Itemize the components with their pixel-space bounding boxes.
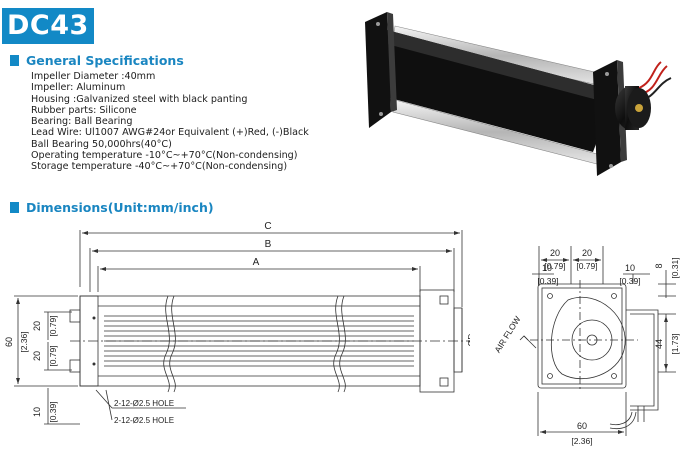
- heading-marker: [10, 55, 19, 66]
- specs-heading: General Specifications: [10, 53, 184, 68]
- spec-line: Impeller Diameter :40mm: [31, 71, 156, 82]
- side-top-b-mm: 20: [582, 248, 592, 258]
- spec-line: Housing :Galvanized steel with black pan…: [31, 93, 248, 105]
- hole-label-2: 2-12-Ø2.5 HOLE: [114, 416, 174, 425]
- dimensions-heading: Dimensions(Unit:mm/inch): [10, 200, 214, 215]
- spec-line: Bearing: Ball Bearing: [31, 116, 133, 128]
- side-left-10-in: [0.39]: [537, 276, 558, 286]
- spec-line: Operating temperature -10°C~+70°C(Non-co…: [31, 150, 298, 162]
- hole-label-1: 2-12-Ø2.5 HOLE: [114, 399, 174, 408]
- side-right-8-mm: 8: [654, 263, 664, 268]
- dimensions-title: Dimensions(Unit:mm/inch): [26, 200, 214, 215]
- height-mm-label: 60: [4, 337, 14, 347]
- dim-a-label: A: [253, 257, 260, 268]
- side-right-44-in: [1.73]: [670, 333, 680, 354]
- side-width-mm: 60: [577, 421, 587, 431]
- model-name: DC43: [7, 10, 89, 41]
- side-top-a-in: [0.79]: [544, 261, 565, 271]
- diameter-label: ØD: [466, 334, 470, 347]
- spec-line: Impeller: Aluminum: [31, 82, 126, 94]
- lower-in-label: [0.79]: [48, 345, 58, 366]
- side-top-a-mm: 20: [550, 248, 560, 258]
- height-in-label: [2.36]: [19, 331, 29, 352]
- bottom-in-label: [0.39]: [48, 401, 58, 422]
- spec-list: Impeller Diameter :40mm Impeller: Alumin…: [31, 71, 309, 173]
- upper-mm-label: 20: [32, 321, 42, 331]
- specs-title: General Specifications: [26, 53, 184, 68]
- bottom-mm-label: 10: [32, 407, 42, 417]
- model-tag: DC43: [2, 8, 94, 44]
- side-top-b-in: [0.79]: [576, 261, 597, 271]
- spec-line: Storage temperature -40°C~+70°C(Non-cond…: [31, 161, 288, 173]
- spec-line: Rubber parts: Silicone: [31, 104, 137, 116]
- side-left-10-mm: 10: [542, 263, 552, 273]
- side-right-10-mm: 10: [625, 263, 635, 273]
- side-width-in: [2.36]: [571, 436, 592, 446]
- heading-marker: [10, 202, 19, 213]
- side-right-10-in: [0.39]: [619, 276, 640, 286]
- dim-c-label: C: [264, 221, 271, 232]
- spec-line: Ball Bearing 50,000hrs(40°C): [31, 138, 172, 150]
- side-right-44-mm: 44: [654, 339, 664, 349]
- side-view-drawing: 20 [0.79] 20 [0.79] 10 [0.39] 10 [0.39] …: [492, 246, 680, 446]
- product-photo: [365, 12, 672, 176]
- airflow-label: AIR FLOW: [492, 314, 522, 354]
- upper-in-label: [0.79]: [48, 315, 58, 336]
- spec-line: Lead Wire: Ul1007 AWG#24or Equivalent (+…: [31, 127, 309, 139]
- side-right-8-in: [0.31]: [670, 257, 680, 278]
- lower-mm-label: 20: [32, 351, 42, 361]
- front-view-drawing: C B A 60 [2.36] 20 [0.79] 20 [0.79] 10 […: [4, 221, 470, 425]
- dim-b-label: B: [265, 239, 272, 250]
